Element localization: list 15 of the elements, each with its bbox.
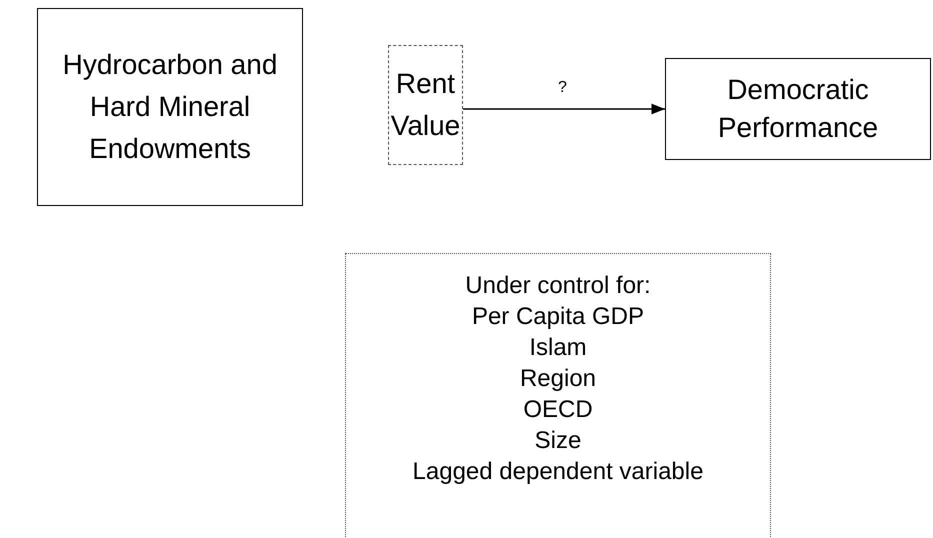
- box-text: OECD: [523, 395, 593, 425]
- box-text: Democratic Performance: [716, 73, 880, 145]
- box-text: Islam: [529, 333, 587, 363]
- text-box: [388, 45, 463, 165]
- box-text: Per Capita GDP: [472, 302, 644, 332]
- arrow: [463, 104, 665, 114]
- box-text: Lagged dependent variable: [412, 457, 704, 487]
- box-text: Under control for:: [465, 271, 651, 301]
- box-text: Size: [534, 426, 582, 456]
- text-box: [37, 8, 303, 206]
- box-text: Rent Value: [390, 67, 462, 143]
- box-text: Hydrocarbon and Hard Mineral Endowments: [62, 48, 278, 166]
- box-text: Region: [520, 364, 596, 394]
- text-box: [665, 58, 931, 160]
- text-box: [345, 253, 771, 538]
